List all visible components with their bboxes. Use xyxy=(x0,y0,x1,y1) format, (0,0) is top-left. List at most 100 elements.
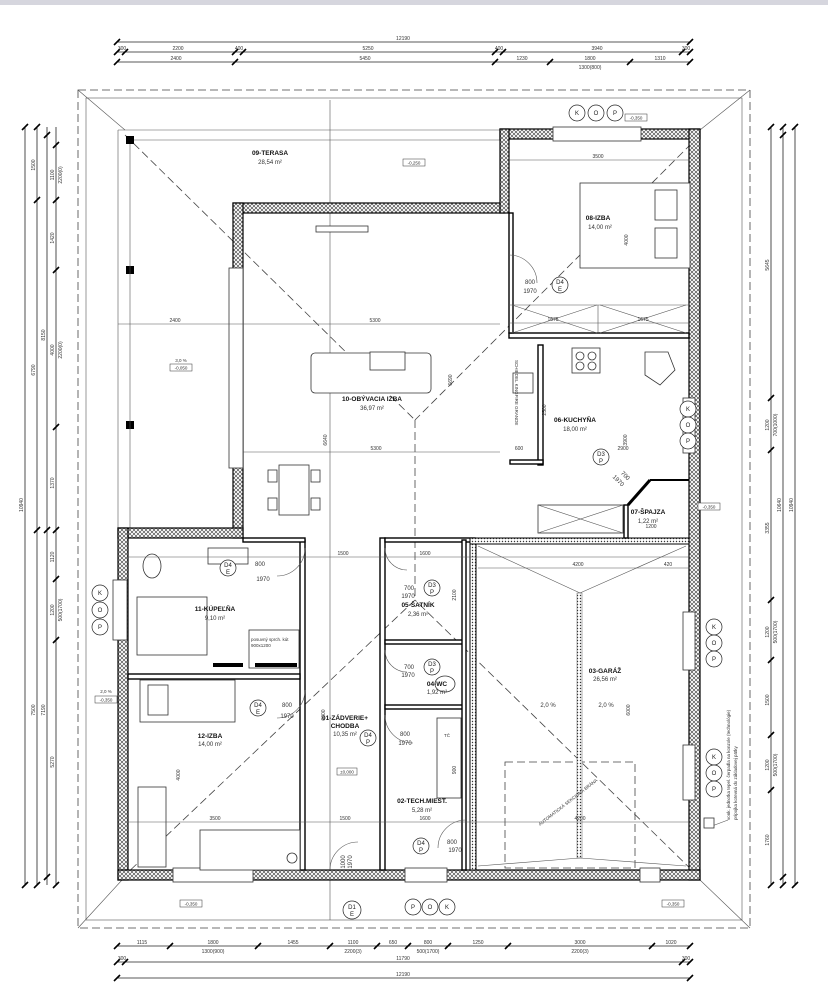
right-dimensions: 5645 1200 3355 1200 1500 1200 1760 700(1… xyxy=(765,123,799,889)
garage-door-note: AUTOMATICKÁ SEKCIONÁ BRÁNA xyxy=(537,777,599,827)
label: 6690 xyxy=(448,374,454,385)
label: 1600 xyxy=(419,816,430,822)
label: 900 xyxy=(452,766,458,775)
label: O xyxy=(712,771,717,777)
label: 12190 xyxy=(396,972,410,978)
label: 1800 xyxy=(207,940,218,946)
label: P xyxy=(599,459,603,465)
label: 3500 xyxy=(592,154,603,160)
label: 1760 xyxy=(765,834,771,845)
label: P xyxy=(419,848,423,854)
label: 1970 xyxy=(401,673,415,679)
label: O xyxy=(428,905,433,911)
label: 800 xyxy=(255,562,266,568)
label: 7500 xyxy=(31,704,37,715)
label: 1500 xyxy=(339,816,350,822)
label: 1600 xyxy=(419,551,430,557)
label: 1100 xyxy=(348,940,359,946)
label: 1200 xyxy=(645,524,656,530)
label: D3 xyxy=(597,452,605,458)
label: 1500 xyxy=(765,694,771,705)
heat-pump-note-2: prípojka kotevná do základovej pätky xyxy=(733,745,738,820)
shower-size: 900x1200 xyxy=(251,643,271,648)
door-tag: D4E xyxy=(249,699,267,717)
label: 1500 xyxy=(31,159,37,170)
label: P xyxy=(712,787,716,793)
terrace-columns xyxy=(126,136,508,528)
label: P xyxy=(430,590,434,596)
left-dimensions: 10940 1500 6790 7500 8150 7190 1100 1420… xyxy=(19,123,64,889)
label: 5450 xyxy=(359,56,370,62)
label: 10940 xyxy=(789,498,795,512)
label: 3500 xyxy=(209,816,220,822)
label: E xyxy=(558,287,562,293)
shower-note: posuvný sprch. kút xyxy=(251,637,289,642)
door-tag: D3P xyxy=(423,658,441,676)
door-tag: D4E xyxy=(551,276,569,294)
label: -0,350 xyxy=(667,902,680,907)
room-area: 2,36 m² xyxy=(408,612,428,618)
sink xyxy=(644,351,676,386)
label: 7190 xyxy=(41,704,47,715)
label: 1970 xyxy=(280,714,294,720)
door-tag: D4E xyxy=(219,559,237,577)
room-name: 10-OBÝVACIA IZBA xyxy=(342,394,402,403)
label: D4 xyxy=(224,563,232,569)
door-tags: D4E D3P D3P D4E D4P D4P D4E D3P D1E xyxy=(219,276,610,920)
room-name: 12-IZBA xyxy=(198,733,223,740)
label: O xyxy=(98,608,103,614)
room-area: 1,22 m² xyxy=(638,519,658,525)
room-area: 18,00 m² xyxy=(563,427,587,433)
label: -0,250 xyxy=(408,161,421,166)
label: 500(1700) xyxy=(773,753,779,776)
door-tag: D3P xyxy=(423,579,441,597)
label: 6640 xyxy=(323,434,329,445)
level-tags: -0,350 -0,250 3,0 %-0,050 2,0 %-0,350 -0… xyxy=(94,113,721,908)
label: 800 xyxy=(525,280,536,286)
label: 1370 xyxy=(50,477,56,488)
slope-label: 2,0 % xyxy=(598,703,614,709)
label: 1250 xyxy=(472,940,483,946)
label: 500(1700) xyxy=(417,949,440,955)
label: E xyxy=(226,570,230,576)
label: 500(1700) xyxy=(58,598,64,621)
label: 300 xyxy=(682,46,691,52)
label: O xyxy=(594,111,599,117)
room-area: 5,28 m² xyxy=(412,808,432,814)
room-area: 14,00 m² xyxy=(588,225,612,231)
label: -0,350 xyxy=(185,902,198,907)
door-tag: D4P xyxy=(412,837,430,855)
label: 1115 xyxy=(137,940,148,946)
room-area: 28,54 m² xyxy=(258,160,282,166)
label: 1230 xyxy=(516,56,527,62)
label: 1970 xyxy=(256,577,270,583)
wardrobe xyxy=(137,786,167,868)
coffee-table xyxy=(369,351,406,371)
label: 1100 xyxy=(50,169,56,180)
shower xyxy=(248,629,300,669)
label: 700(1000) xyxy=(773,413,779,436)
label: -0,350 xyxy=(703,505,716,510)
label: 420 xyxy=(664,562,673,568)
label: K xyxy=(712,755,716,761)
label: 400 xyxy=(495,46,504,52)
label: 1310 xyxy=(654,56,665,62)
slope-label: 2,0 % xyxy=(540,703,556,709)
label: D1 xyxy=(348,905,356,911)
label: 1200 xyxy=(765,759,771,770)
label: 3,0 % xyxy=(175,358,187,363)
desk xyxy=(199,829,301,871)
label: P xyxy=(712,657,716,663)
room-area: 1,92 m² xyxy=(427,690,447,696)
label: 600 xyxy=(515,446,524,452)
label: P xyxy=(613,111,617,117)
room-name-line2: CHODBA xyxy=(331,723,360,730)
label: 3900 xyxy=(623,434,629,445)
label: 700 xyxy=(619,471,631,483)
room-area: 10,35 m² xyxy=(333,732,357,738)
label: 4200 xyxy=(572,562,583,568)
room-area: 26,56 m² xyxy=(593,677,617,683)
label: P xyxy=(411,905,415,911)
notes: SCHIEDEL KINGFIRE GRANDE posuvný sprch. … xyxy=(251,360,738,829)
label: 400 xyxy=(235,46,244,52)
